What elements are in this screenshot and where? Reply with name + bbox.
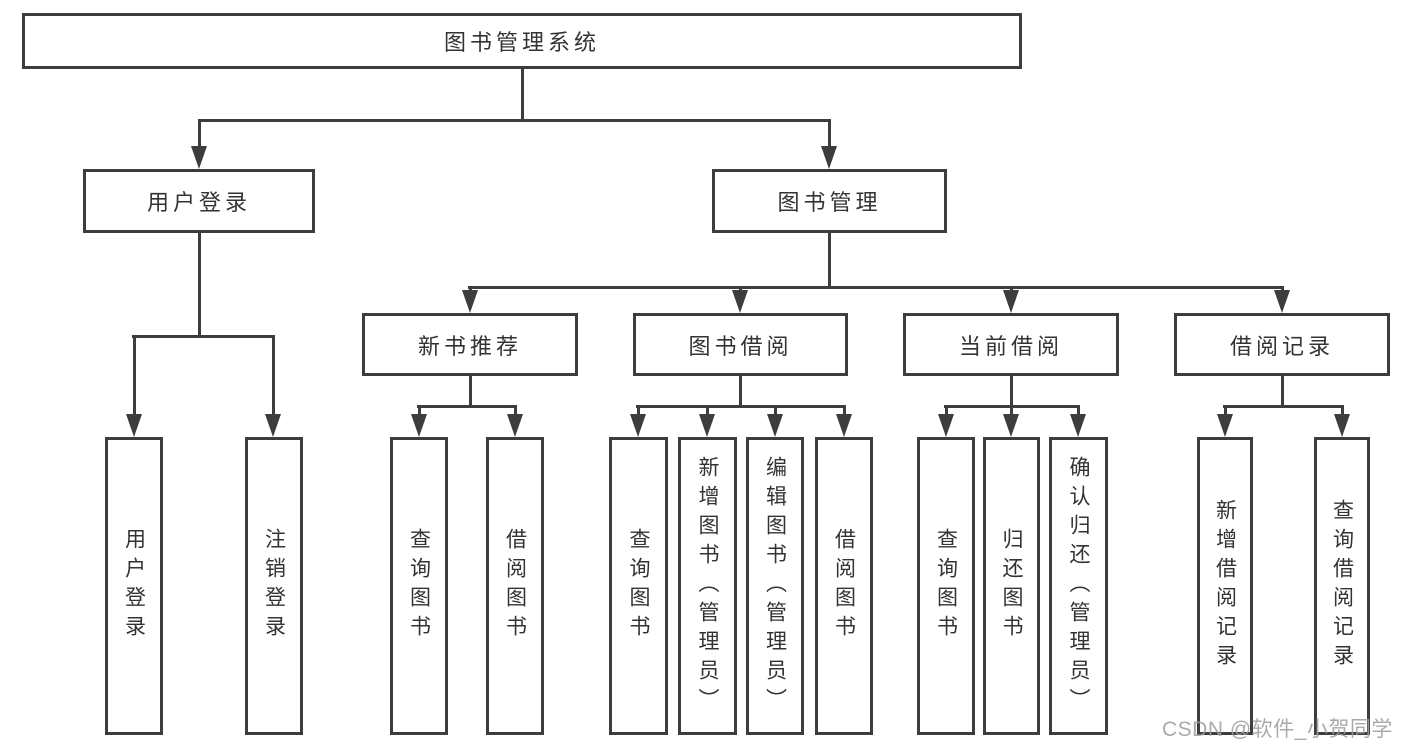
connector-line [198, 121, 201, 150]
leaf-return-books: 归还图书 [983, 437, 1040, 735]
connector-line [1010, 376, 1013, 408]
node-new-book-recommendation: 新书推荐 [362, 313, 578, 376]
node-label: 归还图书 [1000, 528, 1023, 644]
arrow-down-icon [767, 414, 783, 437]
leaf-logout: 注销登录 [245, 437, 303, 735]
connector-line [468, 286, 1284, 289]
arrow-down-icon [821, 146, 837, 169]
arrow-down-icon [411, 414, 427, 437]
node-label: 新增图书（管理员） [696, 455, 719, 717]
leaf-query-books: 查询图书 [917, 437, 975, 735]
leaf-query-borrow-record: 查询借阅记录 [1314, 437, 1370, 735]
connector-line [198, 119, 831, 122]
node-label: 借阅图书 [832, 528, 856, 644]
node-label: 当前借阅 [958, 333, 1063, 359]
leaf-query-books: 查询图书 [390, 437, 448, 735]
connector-line [636, 405, 846, 408]
connector-line [843, 406, 846, 420]
arrow-down-icon [836, 414, 852, 437]
connector-line [774, 406, 777, 420]
connector-line [198, 233, 201, 338]
node-label: 确认归还（管理员） [1067, 455, 1090, 717]
connector-line [828, 233, 831, 289]
connector-line [944, 405, 1080, 408]
node-book-borrowing: 图书借阅 [633, 313, 848, 376]
node-label: 图书借阅 [688, 333, 793, 359]
leaf-add-books-admin: 新增图书（管理员） [678, 437, 737, 735]
leaf-user-login: 用户登录 [105, 437, 163, 735]
arrow-down-icon [938, 414, 954, 437]
leaf-edit-books-admin: 编辑图书（管理员） [746, 437, 804, 735]
arrow-down-icon [265, 414, 281, 437]
connector-line [1281, 376, 1284, 408]
node-book-management-system: 图书管理系统 [22, 13, 1022, 69]
leaf-add-borrow-record: 新增借阅记录 [1197, 437, 1253, 735]
leaf-confirm-return-admin: 确认归还（管理员） [1049, 437, 1108, 735]
node-label: 借阅记录 [1229, 333, 1334, 359]
node-label: 查询图书 [407, 528, 431, 644]
connector-line [417, 405, 517, 408]
node-label: 新增借阅记录 [1213, 499, 1237, 673]
connector-line [1077, 406, 1080, 420]
arrow-down-icon [630, 414, 646, 437]
connector-line [1223, 405, 1344, 408]
arrow-down-icon [1070, 414, 1086, 437]
arrow-down-icon [462, 290, 478, 313]
connector-line [1224, 406, 1227, 420]
node-label: 编辑图书（管理员） [763, 455, 787, 717]
node-label: 图书管理系统 [443, 30, 600, 55]
connector-line [637, 406, 640, 420]
watermark-text: CSDN @软件_小贺同学 [1162, 718, 1393, 741]
arrow-down-icon [699, 414, 715, 437]
node-current-borrowing: 当前借阅 [903, 313, 1119, 376]
connector-line [1010, 406, 1013, 420]
connector-line [521, 69, 524, 121]
node-label: 图书管理 [777, 190, 882, 215]
node-book-management: 图书管理 [712, 169, 947, 233]
arrow-down-icon [1003, 414, 1019, 437]
connector-line [706, 406, 709, 420]
connector-line [828, 121, 831, 150]
connector-line [945, 406, 948, 420]
arrow-down-icon [507, 414, 523, 437]
node-label: 查询图书 [627, 528, 650, 644]
connector-line [272, 336, 275, 420]
connector-line [1341, 406, 1344, 420]
node-label: 用户登录 [122, 528, 146, 644]
connector-line [469, 376, 472, 408]
node-label: 查询借阅记录 [1330, 499, 1354, 673]
connector-line [739, 376, 742, 408]
arrow-down-icon [191, 146, 207, 169]
connector-line [132, 335, 275, 338]
arrow-down-icon [1217, 414, 1233, 437]
node-label: 注销登录 [262, 528, 286, 644]
connector-line [418, 406, 421, 420]
leaf-query-books: 查询图书 [609, 437, 668, 735]
node-user-login: 用户登录 [83, 169, 315, 233]
node-label: 用户登录 [146, 190, 251, 215]
arrow-down-icon [732, 290, 748, 313]
node-borrowing-records: 借阅记录 [1174, 313, 1390, 376]
connector-line [514, 406, 517, 420]
leaf-borrow-books: 借阅图书 [815, 437, 873, 735]
node-label: 查询图书 [934, 528, 958, 644]
connector-line [133, 336, 136, 420]
arrow-down-icon [126, 414, 142, 437]
arrow-down-icon [1003, 290, 1019, 313]
node-label: 新书推荐 [417, 333, 522, 359]
arrow-down-icon [1274, 290, 1290, 313]
node-label: 借阅图书 [503, 528, 527, 644]
leaf-borrow-books: 借阅图书 [486, 437, 544, 735]
arrow-down-icon [1334, 414, 1350, 437]
